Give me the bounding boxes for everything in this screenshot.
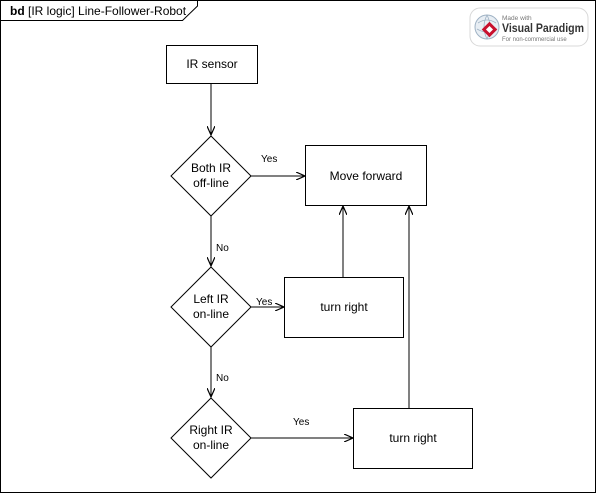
decision-both-ir-line1: Both IR bbox=[191, 161, 231, 175]
frame-title: [IR logic] Line-Follower-Robot bbox=[28, 4, 187, 18]
node-move-forward[interactable]: Move forward bbox=[305, 145, 427, 206]
visual-paradigm-watermark: Made with Visual Paradigm For non-commer… bbox=[469, 7, 589, 47]
edge-label-both-yes: Yes bbox=[261, 154, 277, 165]
decision-left-ir-line1: Left IR bbox=[193, 292, 229, 306]
decision-right-ir[interactable]: Right IR on-line bbox=[170, 397, 252, 479]
node-turn-right-2-label: turn right bbox=[389, 431, 437, 445]
watermark-note: For non-commercial use bbox=[502, 37, 567, 43]
node-ir-sensor-label: IR sensor bbox=[186, 57, 237, 71]
frame-label-tab bbox=[0, 0, 198, 21]
node-ir-sensor[interactable]: IR sensor bbox=[166, 45, 258, 84]
decision-left-ir[interactable]: Left IR on-line bbox=[170, 266, 252, 348]
visual-paradigm-logo-icon bbox=[474, 14, 500, 40]
connectors bbox=[211, 83, 409, 438]
decision-both-ir[interactable]: Both IR off-line bbox=[170, 135, 252, 217]
node-turn-right-1-label: turn right bbox=[320, 300, 368, 314]
watermark-brand: Visual Paradigm bbox=[502, 23, 584, 35]
frame-kind: bd bbox=[10, 4, 25, 18]
node-move-forward-label: Move forward bbox=[330, 169, 403, 183]
watermark-made-with: Made with bbox=[502, 15, 532, 22]
watermark-badge bbox=[469, 7, 589, 47]
decision-right-ir-line2: on-line bbox=[193, 438, 229, 452]
decision-both-ir-line2: off-line bbox=[193, 176, 229, 190]
edge-label-both-no: No bbox=[216, 243, 229, 254]
node-turn-right-1[interactable]: turn right bbox=[284, 277, 404, 338]
decision-left-ir-line2: on-line bbox=[193, 307, 229, 321]
decision-right-ir-line1: Right IR bbox=[189, 423, 233, 437]
node-turn-right-2[interactable]: turn right bbox=[353, 408, 473, 469]
edge-label-left-yes: Yes bbox=[256, 297, 272, 308]
edge-label-left-no: No bbox=[216, 373, 229, 384]
edge-label-right-yes: Yes bbox=[293, 417, 309, 428]
